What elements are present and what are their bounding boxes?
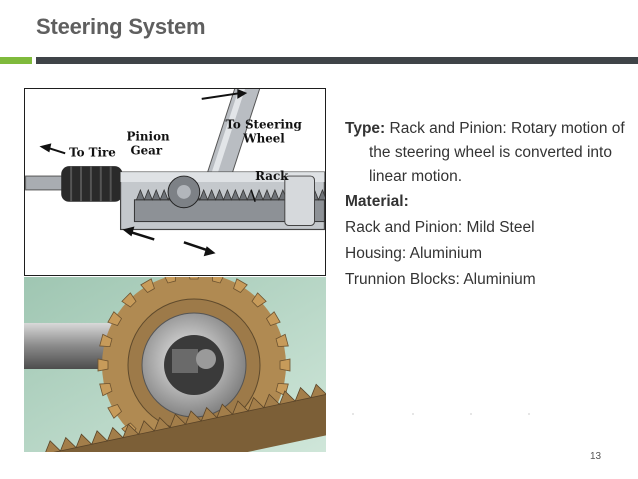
slide-title: Steering System	[36, 14, 206, 39]
slide-body: Type: Rack and Pinion: Rotary motion of …	[345, 117, 625, 293]
material-heading: Material:	[345, 193, 409, 210]
title-divider	[36, 57, 638, 64]
label-rack: Rack	[255, 169, 289, 183]
type-paragraph: Type: Rack and Pinion: Rotary motion of …	[345, 117, 625, 189]
label-to-tire: To Tire	[69, 145, 116, 159]
accent-bar	[0, 57, 32, 64]
type-text: Rack and Pinion: Rotary motion of the st…	[369, 120, 625, 185]
label-pinion: Pinion	[127, 129, 170, 143]
label-gear: Gear	[130, 143, 162, 157]
page-number: 13	[590, 451, 602, 462]
material-item: Rack and Pinion: Mild Steel	[345, 219, 535, 236]
material-item: Housing: Aluminium	[345, 245, 482, 262]
rack-pinion-gear-image	[24, 277, 326, 452]
material-item: Trunnion Blocks: Aluminium	[345, 271, 536, 288]
label-to-steering: To Steering	[225, 118, 302, 132]
label-wheel: Wheel	[242, 131, 285, 145]
faint-artifact	[352, 413, 530, 415]
rack-pinion-cutaway-diagram: To Tire Pinion Gear To Steering Wheel Ra…	[24, 88, 326, 276]
type-label: Type:	[345, 120, 386, 137]
